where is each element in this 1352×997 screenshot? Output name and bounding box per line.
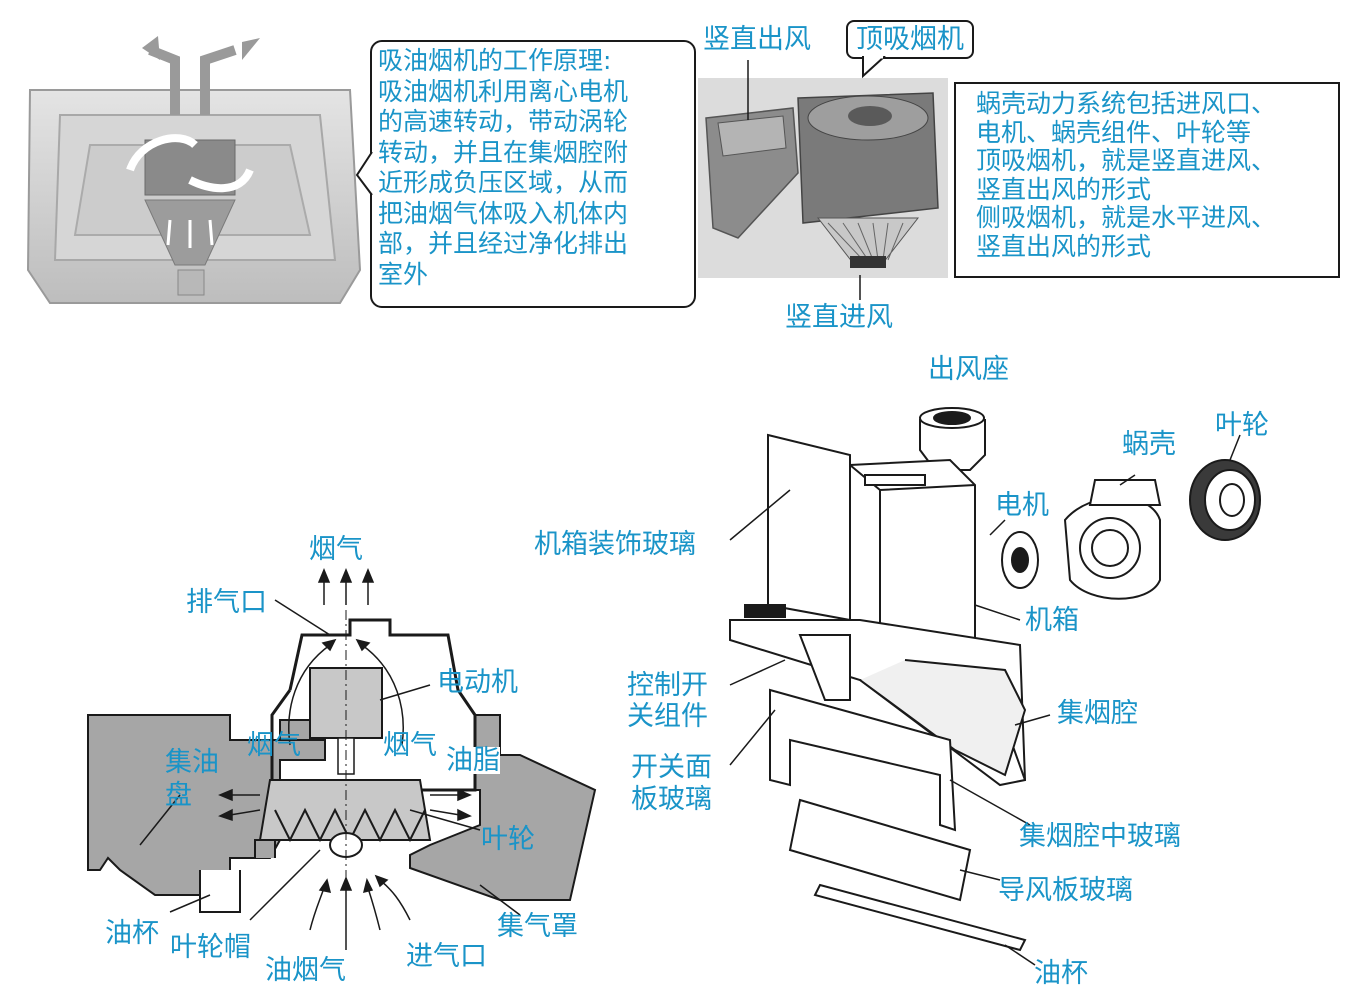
principle-line: 近形成负压区域，从而	[378, 168, 629, 197]
volute-label: 蜗壳	[1122, 429, 1176, 460]
principle-line: 的高速转动，带动涡轮	[378, 107, 629, 136]
vertical-inlet-label: 竖直进风	[785, 302, 893, 333]
principle-line: 吸油烟机的工作原理:	[378, 46, 612, 75]
smoke-left-label: 烟气	[247, 730, 301, 761]
grease-label: 油脂	[446, 745, 500, 776]
top-suction-tag: 顶吸烟机	[846, 20, 974, 59]
switch-assembly-label: 控制开	[627, 670, 708, 701]
vertical-outlet-label: 竖直出风	[703, 24, 811, 55]
switch-panel-glass-label-2: 板玻璃	[631, 784, 712, 815]
volute-system-box: 蜗壳动力系统包括进风口、 电机、蜗壳组件、叶轮等 顶吸烟机，就是竖直进风、 竖直…	[954, 82, 1340, 278]
box-line: 侧吸烟机，就是水平进风、	[976, 203, 1277, 232]
top-right-leaders	[747, 60, 861, 300]
principle-line: 室外	[378, 259, 429, 289]
volute-render-image	[698, 78, 948, 278]
switch-panel-glass-label: 开关面	[631, 752, 712, 783]
inlet-label: 进气口	[406, 941, 487, 972]
exploded-view	[729, 407, 1261, 966]
case-label: 机箱	[1025, 605, 1079, 636]
motor-label: 电动机	[437, 667, 518, 698]
box-line: 顶吸烟机，就是竖直进风、	[976, 146, 1277, 175]
box-line: 竖直出风的形式	[976, 231, 1152, 261]
tag-pointer	[862, 56, 886, 79]
hood-label: 集气罩	[497, 911, 578, 942]
working-principle-bubble: 吸油烟机的工作原理: 吸油烟机利用离心电机 的高速转动，带动涡轮 转动，并且在集…	[370, 40, 696, 308]
exhaust-label: 排气口	[186, 587, 267, 618]
box-line: 竖直出风的形式	[976, 174, 1152, 204]
impeller-cap-label: 叶轮帽	[170, 932, 251, 963]
impeller-label: 叶轮	[481, 824, 535, 855]
principle-line: 吸油烟机利用离心电机	[378, 76, 629, 106]
exploded-oil-cup-label: 油杯	[1034, 958, 1088, 989]
smoke-top-label: 烟气	[309, 534, 363, 565]
exploded-motor-label: 电机	[995, 490, 1049, 521]
chamber-glass-label: 集烟腔中玻璃	[1019, 821, 1181, 852]
principle-line: 把油烟气体吸入机体内	[378, 198, 629, 228]
oil-tray-label-2: 盘	[165, 780, 192, 811]
bubble-pointer	[355, 151, 373, 196]
oil-cup-label: 油杯	[105, 918, 159, 949]
smoke-chamber-label: 集烟腔	[1057, 698, 1138, 729]
oily-smoke-label: 油烟气	[265, 955, 346, 986]
principle-line: 转动，并且在集烟腔附	[378, 137, 629, 167]
case-glass-label: 机箱装饰玻璃	[534, 529, 696, 560]
box-line: 电机、蜗壳组件、叶轮等	[976, 117, 1252, 147]
hood-render-image	[26, 36, 362, 304]
switch-assembly-label-2: 关组件	[627, 701, 708, 732]
oil-tray-label: 集油	[165, 747, 219, 778]
exploded-impeller-label: 叶轮	[1215, 410, 1269, 441]
box-line: 蜗壳动力系统包括进风口、	[976, 89, 1277, 118]
deflector-glass-label: 导风板玻璃	[998, 875, 1133, 906]
principle-line: 部，并且经过净化排出	[378, 229, 629, 258]
outlet-seat-label: 出风座	[928, 354, 1009, 385]
smoke-right-label: 烟气	[383, 730, 437, 761]
hood-cross-section	[87, 568, 597, 950]
